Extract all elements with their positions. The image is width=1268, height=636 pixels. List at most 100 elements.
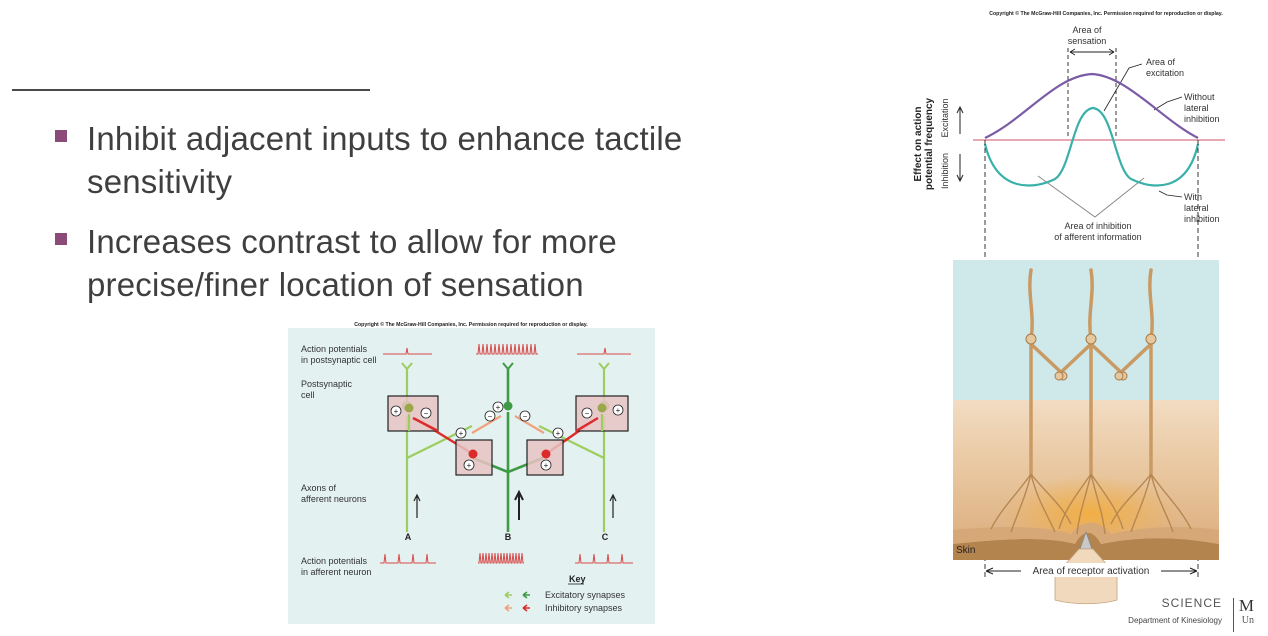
- arrow-up-c: [609, 493, 617, 518]
- logo-initial-2: Un: [1241, 615, 1254, 626]
- svg-text:potential frequency: potential frequency: [924, 97, 935, 190]
- label-postsynaptic-2: cell: [301, 390, 315, 400]
- bullet-list: Inhibit adjacent inputs to enhance tacti…: [50, 117, 690, 323]
- with-pointer: [1158, 190, 1183, 198]
- svg-text:Excitation: Excitation: [940, 98, 950, 137]
- label-postsynaptic: Postsynaptic: [301, 379, 353, 389]
- lateral-inhibition-circuit-figure: Copyright © The McGraw-Hill Companies, I…: [288, 320, 655, 624]
- spike-train-aff-a: [380, 553, 436, 564]
- svg-text:+: +: [459, 429, 464, 438]
- svg-text:−: −: [424, 409, 429, 418]
- inhibition-arrow: [956, 154, 964, 183]
- excitation-pointer: [1103, 63, 1143, 112]
- receptor-label-bg: [1021, 563, 1161, 577]
- spike-train-post-c: [577, 347, 631, 355]
- key-excit-dark-icon: [522, 591, 530, 599]
- sensation-width-arrow: [1069, 48, 1115, 56]
- figure-copyright: Copyright © The McGraw-Hill Companies, I…: [354, 321, 588, 328]
- svg-text:−: −: [585, 409, 590, 418]
- spike-train-post-a: [383, 347, 432, 355]
- label-ap-postsynaptic-2: in postsynaptic cell: [301, 355, 377, 365]
- receptor-activation-label: Area of receptor activation: [1033, 566, 1150, 577]
- neuron-label-c: C: [602, 532, 609, 542]
- logo-word: SCIENCE: [1161, 596, 1222, 610]
- interneuron-a-b: [471, 415, 502, 434]
- inhib-line-c-in-box: [575, 416, 599, 433]
- neuron-label-a: A: [405, 532, 412, 542]
- bullet-item-1: Inhibit adjacent inputs to enhance tacti…: [50, 117, 690, 203]
- key-inhibitory-label: Inhibitory synapses: [545, 603, 623, 613]
- soma-c-in-box: [597, 403, 607, 413]
- key-excitatory-label: Excitatory synapses: [545, 590, 626, 600]
- svg-text:+: +: [544, 461, 549, 470]
- bullet-text: Increases contrast to allow for more pre…: [87, 223, 617, 303]
- svg-text:+: +: [616, 406, 621, 415]
- inhibition-pointer: [1037, 175, 1145, 218]
- label-without: Without: [1184, 92, 1215, 102]
- arrow-up-a: [413, 493, 421, 518]
- excitation-arrow: [956, 105, 964, 134]
- svg-text:+: +: [496, 403, 501, 412]
- label-ap-afferent-2: in afferent neuron: [301, 567, 371, 577]
- label-area-sensation-2: sensation: [1068, 36, 1107, 46]
- bullet-marker: [55, 233, 67, 245]
- label-axons-2: afferent neurons: [301, 494, 367, 504]
- bullet-item-2: Increases contrast to allow for more pre…: [50, 220, 690, 306]
- inhib-line-a-in-box: [412, 416, 439, 433]
- bullet-text: Inhibit adjacent inputs to enhance tacti…: [87, 120, 683, 200]
- receptor-branches: [990, 473, 1192, 535]
- postsynaptic-soma-b: [503, 401, 513, 411]
- y-axis-title: Effect on action potential frequency: [913, 97, 935, 190]
- without-pointer: [1153, 96, 1183, 111]
- department-logo: SCIENCE Department of Kinesiology M Un: [1120, 596, 1260, 636]
- neuron-label-b: B: [505, 532, 512, 542]
- logo-initial: M: [1238, 596, 1254, 615]
- spike-train-aff-c: [575, 553, 633, 564]
- excitation-axis-label: Excitation: [940, 98, 950, 137]
- logo-divider: [1233, 598, 1234, 632]
- spike-train-post-b: [476, 343, 538, 355]
- label-area-excitation-2: excitation: [1146, 68, 1184, 78]
- label-ap-afferent: Action potentials: [301, 556, 368, 566]
- bullet-marker: [55, 130, 67, 142]
- skin-label: Skin: [956, 545, 975, 556]
- label-area-inhibition-2: of afferent information: [1054, 232, 1141, 242]
- interneuron-c-b: [514, 415, 545, 434]
- inhibitory-soma-right: [541, 449, 551, 459]
- lateral-inhibition-skin-figure: Copyright © The McGraw-Hill Companies, I…: [913, 10, 1225, 605]
- svg-text:+: +: [467, 461, 472, 470]
- svg-text:−: −: [523, 412, 528, 421]
- label-area-sensation: Area of: [1072, 25, 1102, 35]
- spike-train-aff-b: [478, 552, 524, 564]
- key-title: Key: [569, 574, 586, 584]
- sensation-dashed-lines: [1067, 48, 1117, 140]
- key-inhib-light-icon: [504, 604, 512, 612]
- svg-text:Effect on action: Effect on action: [913, 106, 924, 181]
- inhibition-axis-label: Inhibition: [940, 153, 950, 189]
- label-area-inhibition: Area of inhibition: [1064, 221, 1131, 231]
- arrow-up-b: [514, 489, 524, 520]
- title-underline: [12, 89, 370, 91]
- label-with-3: inhibition: [1184, 214, 1220, 224]
- curve-with-lateral-inhibition: [983, 106, 1200, 187]
- synapse-c-top: [598, 362, 610, 371]
- key-inhib-dark-icon: [522, 604, 530, 612]
- label-axons: Axons of: [301, 483, 337, 493]
- svg-text:+: +: [556, 429, 561, 438]
- svg-text:+: +: [394, 407, 399, 416]
- figure-background: [288, 328, 655, 624]
- label-area-excitation: Area of: [1146, 57, 1176, 67]
- svg-text:Inhibition: Inhibition: [940, 153, 950, 189]
- label-without-3: inhibition: [1184, 114, 1220, 124]
- synapse-b-top: [502, 362, 514, 371]
- skin-epidermis: [953, 522, 1219, 544]
- curve-without-lateral-inhibition: [984, 72, 1199, 139]
- nerve-synapses: [1025, 333, 1157, 381]
- synapse-a-top: [401, 362, 413, 371]
- key-excit-light-icon: [504, 591, 512, 599]
- label-with: With: [1184, 192, 1202, 202]
- label-without-2: lateral: [1184, 103, 1209, 113]
- inhibitory-soma-left: [468, 449, 478, 459]
- svg-text:−: −: [488, 412, 493, 421]
- sign-markers: + − − + + − − + + + +: [390, 401, 624, 471]
